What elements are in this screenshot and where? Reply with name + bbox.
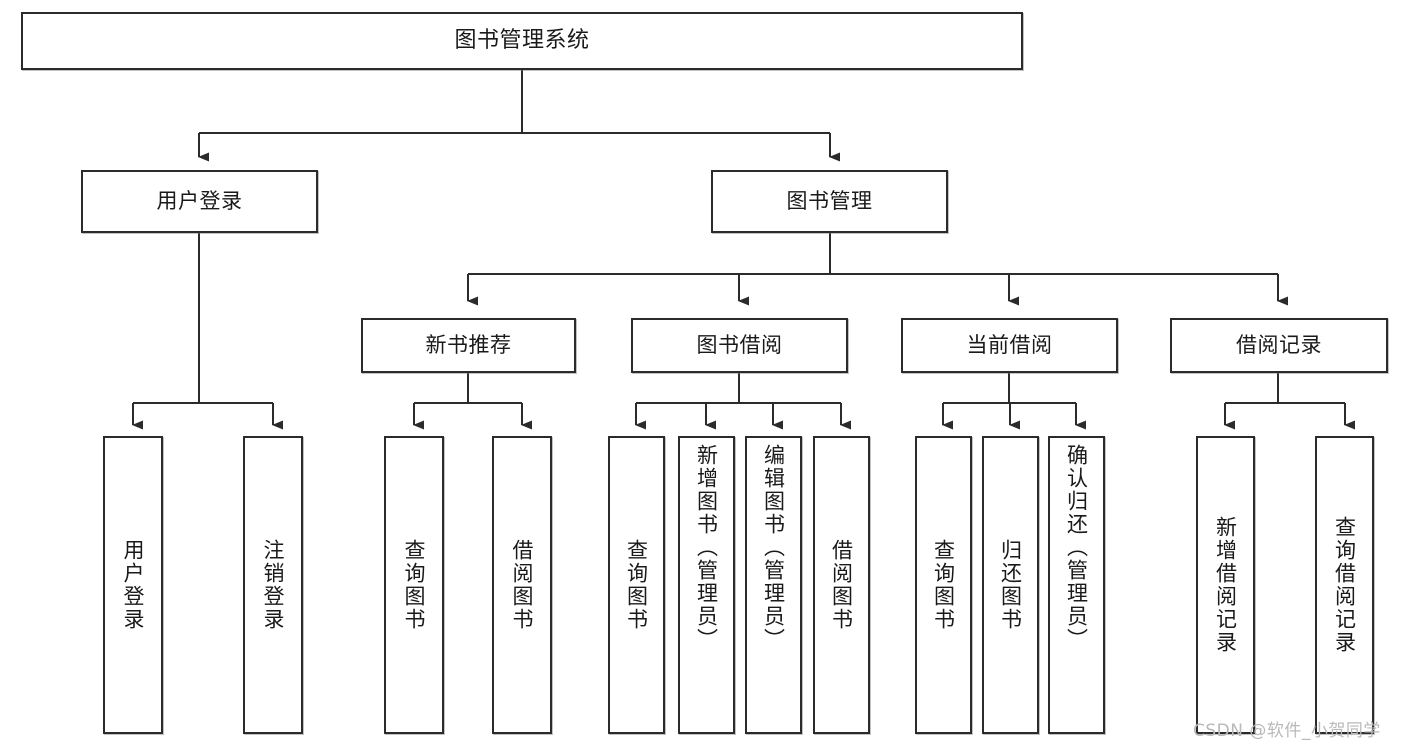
leaf-record-add-borrow-record[interactable]: 新增借阅记录 [1196,436,1255,734]
node-label: 归还图书 [998,539,1023,631]
leaf-borrow-query-book[interactable]: 查询图书 [608,436,665,734]
node-root-system[interactable]: 图书管理系统 [21,12,1023,70]
node-label: 注销登录 [261,539,286,631]
node-label: 查询图书 [931,539,956,631]
node-label: 借阅记录 [1236,333,1322,358]
node-new-book-recommend[interactable]: 新书推荐 [361,318,576,373]
leaf-borrow-edit-book-admin[interactable]: 编辑图书（管理员） [745,436,802,734]
leaf-recommend-borrow-book[interactable]: 借阅图书 [492,436,552,734]
node-book-borrow[interactable]: 图书借阅 [631,318,848,373]
node-label: 新书推荐 [425,333,512,358]
node-label: 图书借阅 [696,333,783,358]
node-label: 借阅图书 [510,539,535,631]
node-label: 用户登录 [156,189,243,214]
node-label: 图书管理系统 [454,28,590,54]
csdn-watermark: CSDN @软件_小贺同学 [1193,721,1381,741]
node-label: 当前借阅 [966,333,1053,358]
node-user-login[interactable]: 用户登录 [81,170,318,233]
node-label: 借阅图书 [829,539,854,631]
leaf-current-return-book[interactable]: 归还图书 [982,436,1039,734]
node-borrow-record[interactable]: 借阅记录 [1170,318,1388,373]
node-label: 图书管理 [786,189,873,214]
leaf-record-query-borrow-record[interactable]: 查询借阅记录 [1315,436,1374,734]
node-label: 用户登录 [121,539,146,631]
leaf-user-login-login[interactable]: 用户登录 [103,436,163,734]
leaf-user-login-logout[interactable]: 注销登录 [243,436,303,734]
leaf-current-confirm-return-admin[interactable]: 确认归还（管理员） [1048,436,1105,734]
node-label: 确认归还（管理员） [1064,444,1089,651]
node-label: 查询图书 [402,539,427,631]
node-label: 新增借阅记录 [1213,516,1238,654]
node-label: 查询图书 [624,539,649,631]
node-label: 编辑图书（管理员） [761,444,786,651]
node-current-borrow[interactable]: 当前借阅 [901,318,1118,373]
node-book-management[interactable]: 图书管理 [711,170,948,233]
node-label: 新增图书（管理员） [694,444,719,651]
leaf-borrow-add-book-admin[interactable]: 新增图书（管理员） [678,436,735,734]
node-label: 查询借阅记录 [1332,516,1357,654]
leaf-recommend-query-book[interactable]: 查询图书 [384,436,444,734]
leaf-borrow-borrow-book[interactable]: 借阅图书 [813,436,870,734]
leaf-current-query-book[interactable]: 查询图书 [915,436,972,734]
